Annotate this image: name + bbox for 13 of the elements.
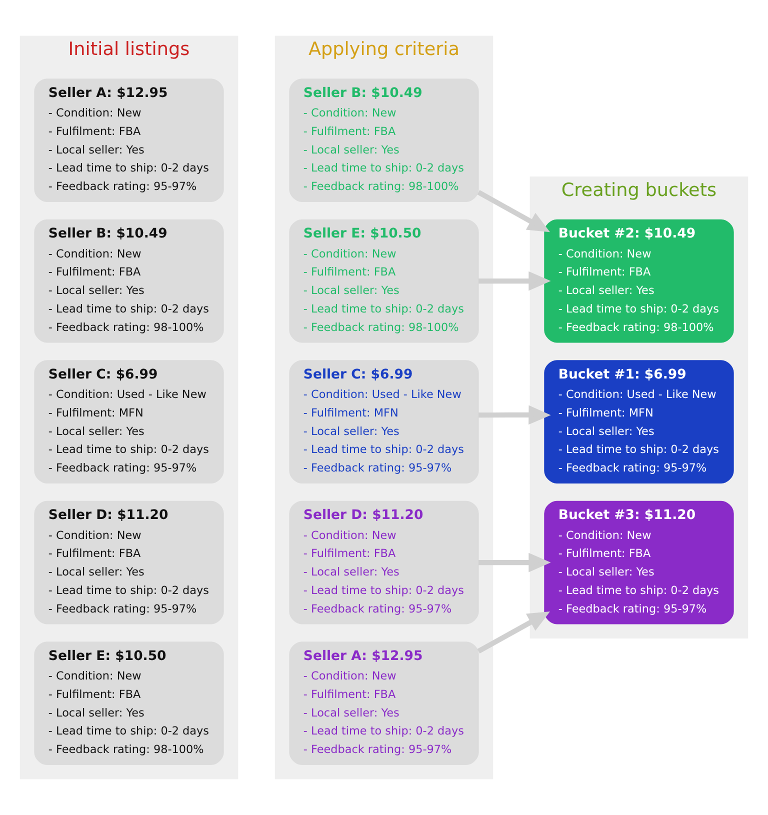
node-box: Bucket #2: $10.49 - Condition: New - Fulfilment: FBA - Local seller: Yes - Lead time to ship: 0-2 days - Feedback rating: 98-100% — [544, 219, 734, 343]
node-box: Seller A: $12.95 - Condition: New - Fulfilment: FBA - Local seller: Yes - Lead time to ship: 0-2 days - Feedback rating: 95-97% — [289, 642, 479, 765]
arrow — [478, 271, 551, 291]
node-box: Bucket #3: $11.20 - Condition: New - Fulfilment: FBA - Local seller: Yes - Lead time to ship: 0-2 days - Feedback rating: 95-97% — [544, 500, 734, 624]
arrow — [478, 405, 551, 425]
node-box: Bucket #1: $6.99 - Condition: Used - Like New - Fulfilment: MFN - Local seller: Yes - Lead time to ship: 0-2 days - Feedback rating: 95-97% — [544, 360, 734, 484]
arrow — [478, 552, 551, 572]
node-box: Seller B: $10.49 - Condition: New - Fulfilment: FBA - Local seller: Yes - Lead time to ship: 0-2 days - Feedback rating: 98-100% — [289, 78, 479, 202]
node-box: Seller C: $6.99 - Condition: Used - Like New - Fulfilment: MFN - Local seller: Yes - Lead time to ship: 0-2 days - Feedback rating: 95-97% — [289, 360, 479, 484]
node-box: Seller E: $10.50 - Condition: New - Fulfilment: FBA - Local seller: Yes - Lead time to ship: 0-2 days - Feedback rating: 98-100% — [289, 219, 479, 343]
node-box: Seller D: $11.20 - Condition: New - Fulfilment: FBA - Local seller: Yes - Lead time to ship: 0-2 days - Feedback rating: 95-97% — [289, 500, 479, 624]
arrow — [477, 190, 550, 232]
arrow — [477, 611, 550, 654]
